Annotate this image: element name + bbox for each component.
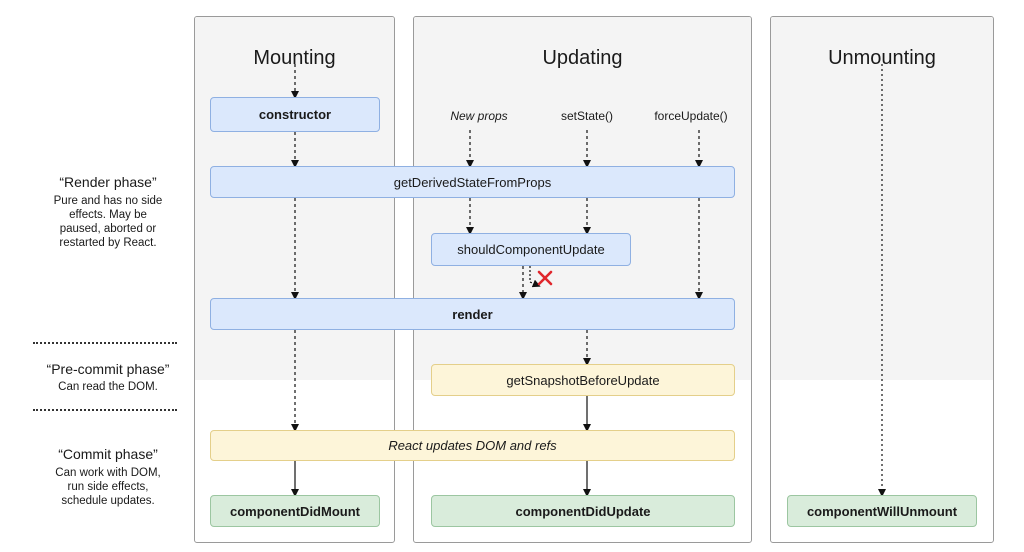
render-phase-desc-line: paused, aborted or [59, 223, 157, 235]
render-phase-title: “Render phase” [59, 174, 157, 190]
updating-title: Updating [542, 47, 623, 69]
component-will-unmount-box: componentWillUnmount [787, 495, 977, 527]
mounting-column: Mounting [194, 16, 395, 543]
trigger-set-state: setState() [560, 109, 614, 123]
pre-commit-phase-description: Can read the DOM. [20, 380, 196, 394]
pre-commit-phase-label: “Pre-commit phase” Can read the DOM. [20, 361, 196, 394]
render-box: render [210, 298, 735, 330]
commit-phase-title: “Commit phase” [58, 446, 158, 462]
render-phase-desc-line: effects. May be [69, 209, 147, 221]
commit-phase-desc-line: schedule updates. [61, 495, 155, 507]
commit-phase-label: “Commit phase” Can work with DOM, run si… [20, 446, 196, 508]
pre-commit-phase-desc-line: Can read the DOM. [58, 381, 158, 393]
component-did-mount-box: componentDidMount [210, 495, 380, 527]
get-derived-state-from-props-box: getDerivedStateFromProps [210, 166, 735, 198]
trigger-new-props: New props [450, 109, 508, 123]
commit-phase-desc-line: Can work with DOM, [55, 467, 161, 479]
render-phase-label: “Render phase” Pure and has no side effe… [20, 174, 196, 250]
commit-phase-description: Can work with DOM, run side effects, sch… [20, 466, 196, 508]
should-component-update-box: shouldComponentUpdate [431, 233, 631, 266]
render-phase-desc-line: Pure and has no side [53, 195, 163, 207]
get-snapshot-before-update-box: getSnapshotBeforeUpdate [431, 364, 735, 396]
commit-phase-desc-line: run side effects, [67, 481, 149, 493]
pre-commit-phase-title: “Pre-commit phase” [46, 361, 170, 377]
phase-separator [33, 342, 177, 344]
render-phase-description: Pure and has no side effects. May be pau… [20, 194, 196, 250]
component-did-update-box: componentDidUpdate [431, 495, 735, 527]
constructor-box: constructor [210, 97, 380, 132]
unmounting-title: Unmounting [828, 47, 936, 69]
updating-column: Updating [413, 16, 752, 543]
unmounting-column: Unmounting [770, 16, 994, 543]
phase-separator [33, 409, 177, 411]
mounting-title: Mounting [253, 47, 336, 69]
unmounting-render-area [771, 17, 993, 380]
react-updates-dom-box: React updates DOM and refs [210, 430, 735, 461]
render-phase-desc-line: restarted by React. [59, 237, 157, 249]
trigger-force-update: forceUpdate() [654, 109, 728, 123]
